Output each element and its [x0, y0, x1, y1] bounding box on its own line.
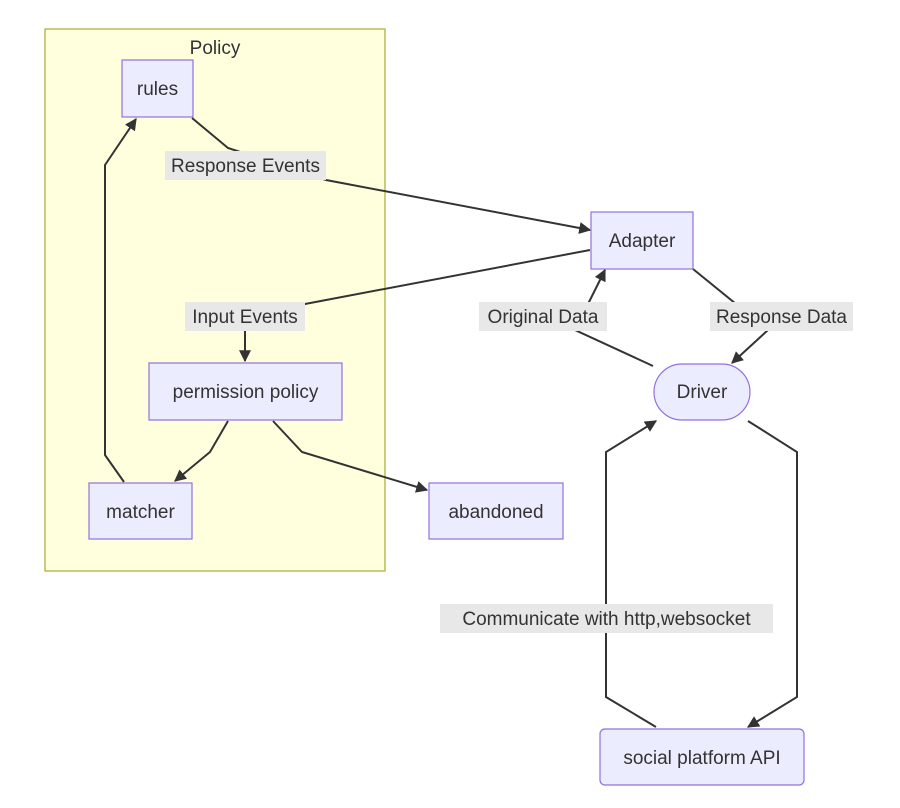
- edge-label-response-events: Response Events: [165, 151, 326, 180]
- node-rules[interactable]: rules: [121, 59, 194, 118]
- node-matcher-label: matcher: [106, 502, 175, 523]
- node-abandoned[interactable]: abandoned: [428, 482, 564, 540]
- edge-label-communicate-text: Communicate with http,websocket: [462, 609, 751, 630]
- node-rules-label: rules: [137, 79, 178, 100]
- node-adapter[interactable]: Adapter: [590, 211, 694, 270]
- nodes: rules Adapter permission policy Driver m…: [88, 59, 805, 786]
- node-abandoned-label: abandoned: [448, 502, 543, 523]
- edge-label-original-data: Original Data: [479, 302, 607, 331]
- node-social-platform-api-label: social platform API: [623, 748, 780, 769]
- edge-label-original-data-text: Original Data: [488, 307, 599, 328]
- edge-matcher-to-rules: [104, 118, 137, 483]
- edge-label-input-events-text: Input Events: [192, 307, 298, 328]
- node-matcher[interactable]: matcher: [88, 482, 193, 540]
- edge-label-response-data: Response Data: [710, 302, 853, 331]
- edge-permission-policy-to-matcher: [174, 420, 229, 482]
- edge-driver-to-social-api: [746, 420, 798, 728]
- node-driver-label: Driver: [677, 382, 728, 403]
- node-adapter-label: Adapter: [609, 231, 676, 252]
- node-permission-policy-label: permission policy: [173, 382, 319, 403]
- policy-cluster-title: Policy: [190, 38, 241, 59]
- edge-social-api-to-driver: [605, 420, 658, 728]
- edge-label-response-events-text: Response Events: [171, 156, 320, 177]
- edge-label-input-events: Input Events: [185, 302, 305, 331]
- edge-labels: Response Events Input Events Original Da…: [165, 151, 853, 633]
- edge-permission-policy-to-abandoned: [272, 420, 429, 493]
- edge-label-communicate: Communicate with http,websocket: [440, 604, 773, 633]
- node-permission-policy[interactable]: permission policy: [148, 362, 343, 421]
- node-driver[interactable]: Driver: [653, 363, 751, 421]
- node-social-platform-api[interactable]: social platform API: [599, 728, 805, 786]
- edge-label-response-data-text: Response Data: [716, 307, 847, 328]
